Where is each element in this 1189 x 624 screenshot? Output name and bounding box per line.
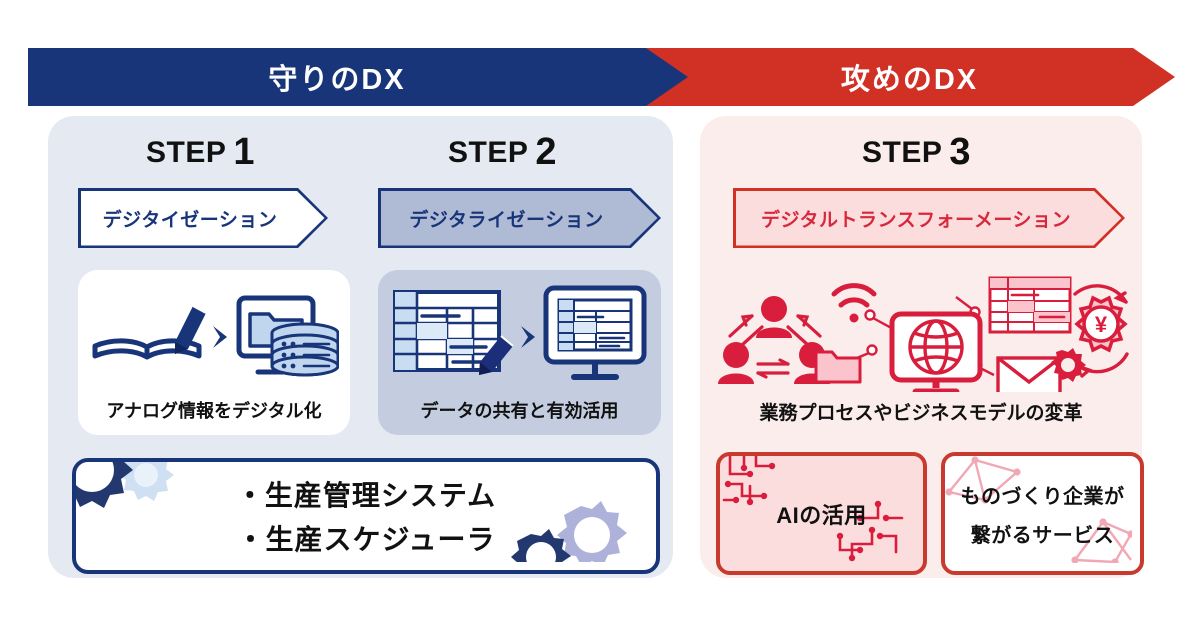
ai-utilization-box: AIの活用 [716,452,927,575]
arrow-right-icon [213,326,227,348]
manufacturing-network-label-line1: ものづくり企業が [960,485,1125,508]
table-icon [988,276,1072,334]
step-1-heading-number: 1 [233,131,255,173]
step-3-tag-label: デジタルトランスフォーメーション [760,209,1072,231]
chevron-outline [378,188,661,248]
people-network-icon [718,296,830,384]
step-3-heading-label: STEP [862,136,943,169]
chevron-outline [78,188,328,248]
ai-utilization-label: AIの活用 [776,502,867,528]
step-3-illustration: ¥ [718,276,1129,392]
envelope-icon [996,356,1062,392]
gear-icon [557,501,627,562]
folder-icon [814,350,862,384]
step-1-caption: アナログ情報をデジタル化 [106,401,322,421]
gear-icon [511,529,571,562]
step-3-heading-number: 3 [949,131,971,173]
arrow-right-icon [520,326,535,348]
spreadsheet-icon [392,290,501,372]
manufacturing-network-box: ものづくり企業が 繋がるサービス [941,452,1144,575]
step-2-illustration [392,285,646,380]
manufacturing-network-label-line2: 繋がるサービス [970,524,1115,547]
banner-offensive-dx: 攻めのDX [620,48,1175,106]
svg-text:¥: ¥ [1095,312,1108,337]
circuit-decoration [722,456,904,562]
step-2-heading-label: STEP [448,136,529,169]
step-1-tag-label: デジタイゼーション [102,209,278,231]
ai-utilization-label-group: AIの活用 [720,456,923,571]
step-1-tag-chevron: デジタイゼーション [78,188,328,248]
pen-icon [175,305,207,354]
gear-icon [76,462,133,508]
gear-icon [118,462,174,501]
chevron-outline [733,188,1125,248]
manufacturing-network-label-group: ものづくり企業が 繋がるサービス [945,456,1140,571]
step-1-heading-label: STEP [146,136,227,169]
step-2-tag-chevron: デジタライゼーション [378,188,661,248]
system-list-item: ・生産スケジューラ [236,524,496,555]
gear-yen-icon: ¥ [1051,284,1129,382]
defensive-dx-systems-list: ・生産管理システム ・生産スケジューラ [76,462,656,570]
network-decoration [945,456,1132,563]
step-2-tag-label: デジタライゼーション [409,209,604,231]
defensive-dx-systems-box: ・生産管理システム ・生産スケジューラ [72,458,660,574]
step-1-illustration [92,295,339,377]
wifi-icon [831,283,877,323]
step-2-heading-number: 2 [535,131,557,173]
exchange-arrows-icon [728,314,822,379]
database-icon [270,322,339,377]
system-list-item: ・生産管理システム [235,480,497,511]
step-2-illustration-card: データの共有と有効活用 [378,270,661,435]
step-1-illustration-card: アナログ情報をデジタル化 [78,270,350,435]
step-2-caption: データの共有と有効活用 [420,401,619,421]
table-icon [557,298,632,352]
banner-offensive-dx-label: 攻めのDX [840,64,979,96]
step-3-tag-chevron: デジタルトランスフォーメーション [733,188,1125,248]
banner-defensive-dx-label: 守りのDX [268,64,406,96]
pen-icon [478,335,514,375]
monitor-globe-icon [889,311,983,392]
step-3-caption: 業務プロセスやビジネスモデルの変革 [759,403,1083,424]
banner-defensive-dx: 守りのDX [28,48,688,106]
gear-decorations [76,462,627,562]
